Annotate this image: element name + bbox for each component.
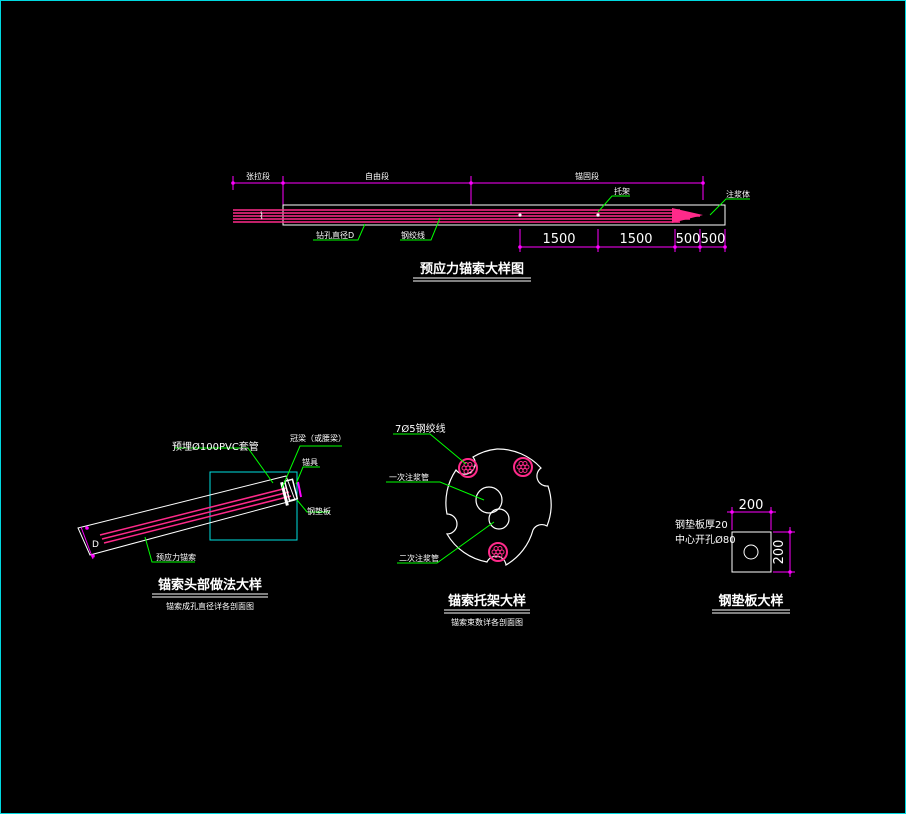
plate-label: 钢垫板 [307, 506, 331, 516]
primary-grout-pipe [475, 486, 503, 514]
plate-width-label: 200 [739, 498, 764, 513]
concrete-label: 冠梁（或腰梁） [290, 433, 346, 443]
pvc-label: 预埋Ø100PVC套管 [172, 440, 259, 453]
bore-hole-outline [282, 204, 726, 226]
grout1-leader [386, 481, 485, 501]
plate-outline [731, 531, 772, 573]
bore-outline [77, 475, 296, 556]
strand-bundle [233, 208, 703, 223]
plate-detail-title: 钢垫板大样 [718, 593, 783, 609]
strand-bundle-1 [458, 458, 478, 478]
anchor-head-leader [295, 466, 320, 485]
grout1-label: 一次注浆管 [389, 472, 429, 482]
strand-label: 钢绞线 [401, 230, 425, 240]
segment-tension-label: 张拉段 [246, 171, 270, 181]
plate-detail: 200 200 钢垫板厚20 中心开孔Ø80 钢垫板大样 [675, 498, 795, 614]
pipe-leader [313, 223, 366, 241]
dimension-3: 500 [676, 232, 701, 247]
grout-body-leader [709, 198, 750, 216]
dimension-1: 1500 [542, 232, 575, 247]
segment-free-label: 自由段 [365, 171, 389, 181]
pvc-leader [175, 447, 274, 484]
strand-label: 7Ø5钢绞线 [395, 422, 446, 435]
break-mark: ⌇ [259, 211, 264, 222]
dimension-2: 1500 [619, 232, 652, 247]
plate-height-label: 200 [772, 540, 787, 565]
anchor-head-label: 锚具 [302, 457, 318, 467]
crown-beam-block [209, 471, 298, 541]
head-strand-bundle [99, 487, 292, 544]
anchor-detail-title: 预应力锚索大样图 [420, 261, 524, 277]
secondary-grout-pipe [488, 508, 510, 530]
grout2-leader [397, 521, 495, 564]
strand-bundle-3 [488, 542, 508, 562]
cable-label: 预应力锚索 [156, 552, 196, 562]
bracket-detail-subtitle: 锚索束数详各剖面图 [451, 617, 523, 627]
strand-leader [393, 433, 467, 465]
bracket-detail: 7Ø5钢绞线 一次注浆管 二次注浆管 锚索托架大样 锚索束数详各剖面图 [386, 422, 552, 627]
cable-leader [144, 536, 195, 563]
anchor-head-detail: D 预埋Ø100PVC套管 冠梁（或腰梁） 锚具 钢垫板 预应力锚索 锚索头部做… [77, 433, 346, 611]
pipe-label: 钻孔直径D [316, 230, 354, 240]
plate-leader [296, 499, 330, 513]
bracket-detail-title: 锚索托架大样 [448, 593, 526, 609]
diameter-label: D [92, 540, 99, 550]
plate-hole [743, 544, 759, 560]
bracket-leader [597, 195, 630, 213]
grout2-label: 二次注浆管 [399, 553, 439, 563]
bracket-label: 托架 [614, 186, 630, 196]
segment-anchor-label: 锚固段 [575, 171, 599, 181]
concrete-leader [281, 445, 342, 489]
plate-hole-label: 中心开孔Ø80 [675, 533, 736, 546]
anchor-cable-detail: 张拉段 自由段 锚固段 ⌇ 托架 注浆体 钻孔直径D 钢绞线 [231, 171, 750, 282]
strand-bundle-2 [513, 457, 533, 477]
dimension-4: 500 [701, 232, 726, 247]
grout-body-label: 注浆体 [726, 189, 750, 199]
strand-leader [400, 217, 441, 241]
plate-thickness-label: 钢垫板厚20 [675, 518, 728, 531]
head-detail-subtitle: 锚索成孔直径详各剖面图 [166, 601, 254, 611]
anchor-head [283, 478, 299, 502]
head-detail-title: 锚索头部做法大样 [158, 577, 262, 593]
